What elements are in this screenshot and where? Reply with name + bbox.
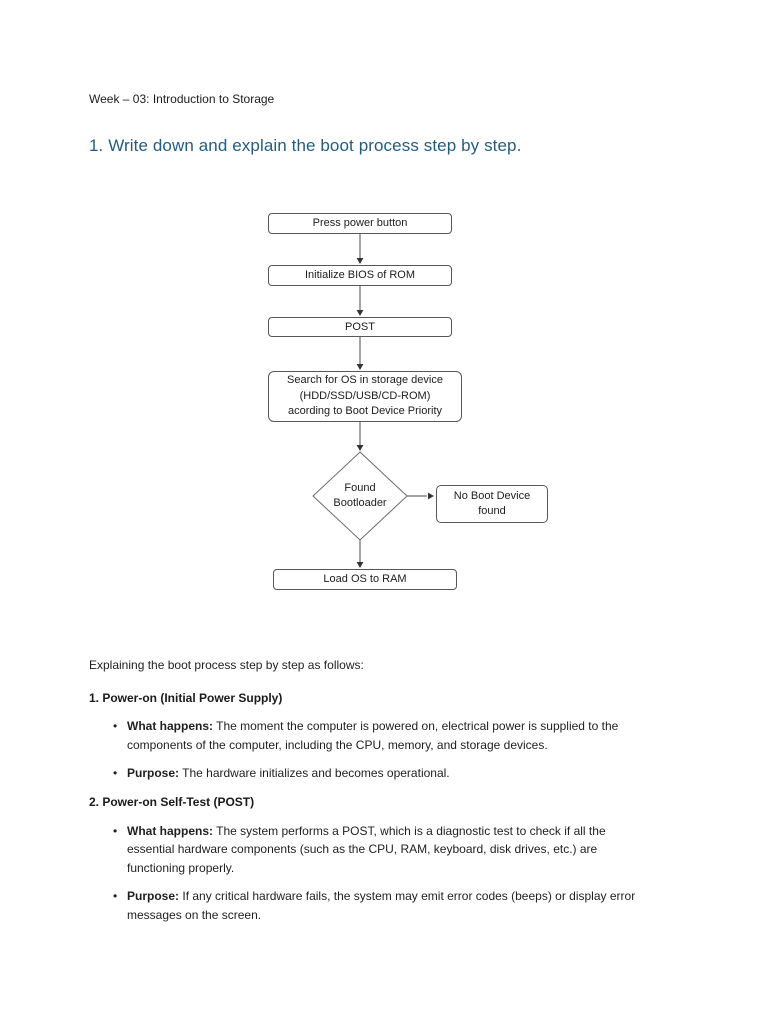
bullet-text: Purpose: If any critical hardware fails,… [127,887,641,924]
bullet-lead: What happens: [127,719,213,734]
bullet-icon: • [113,719,118,734]
bullet-body: The moment the computer is powered on, e… [127,719,619,752]
bullet-body: If any critical hardware fails, the syst… [127,889,636,922]
flowchart-node-search-os: Search for OS in storage device (HDD/SSD… [268,371,462,422]
bullet-list-power-on: • What happens: The moment the computer … [89,717,641,783]
question-heading: 1. Write down and explain the boot proce… [89,136,522,155]
bullet-text: Purpose: The hardware initializes and be… [127,764,641,783]
bullet-icon: • [113,766,118,781]
bullet-text: What happens: The system performs a POST… [127,822,641,878]
bullet-list-post: • What happens: The system performs a PO… [89,822,641,925]
bullet-lead: Purpose: [127,766,180,781]
flowchart-node-no-boot-device: No Boot Device found [436,485,548,523]
arrowheads [356,258,434,568]
decision-diamond-shape [312,451,408,541]
intro-line: Explaining the boot process step by step… [89,658,364,672]
doc-subtitle: Week – 03: Introduction to Storage [89,92,275,106]
flowchart-node-press-power: Press power button [268,213,452,234]
bullet-body: The system performs a POST, which is a d… [127,823,606,875]
flowchart-node-post: POST [268,317,452,337]
flowchart-node-load-os: Load OS to RAM [273,569,457,590]
list-item: • Purpose: The hardware initializes and … [113,764,641,783]
bullet-icon: • [113,889,118,904]
list-item: • What happens: The moment the computer … [113,717,641,754]
answer-body: Explaining the boot process step by step… [89,656,641,935]
bullet-lead: Purpose: [127,889,180,904]
flowchart-connectors [312,234,434,568]
flowchart-decision-found-bootloader: Found Bootloader [333,482,387,509]
bullet-body: The hardware initializes and becomes ope… [182,766,450,781]
list-item: • What happens: The system performs a PO… [113,822,641,878]
bullet-lead: What happens: [127,823,213,838]
section-title-post: 2. Power-on Self-Test (POST) [89,794,255,809]
section-title-power-on: 1. Power-on (Initial Power Supply) [89,690,283,705]
flowchart-node-init-bios: Initialize BIOS of ROM [268,265,452,286]
bullet-icon: • [113,823,118,838]
list-item: • Purpose: If any critical hardware fail… [113,887,641,924]
bullet-text: What happens: The moment the computer is… [127,717,641,754]
